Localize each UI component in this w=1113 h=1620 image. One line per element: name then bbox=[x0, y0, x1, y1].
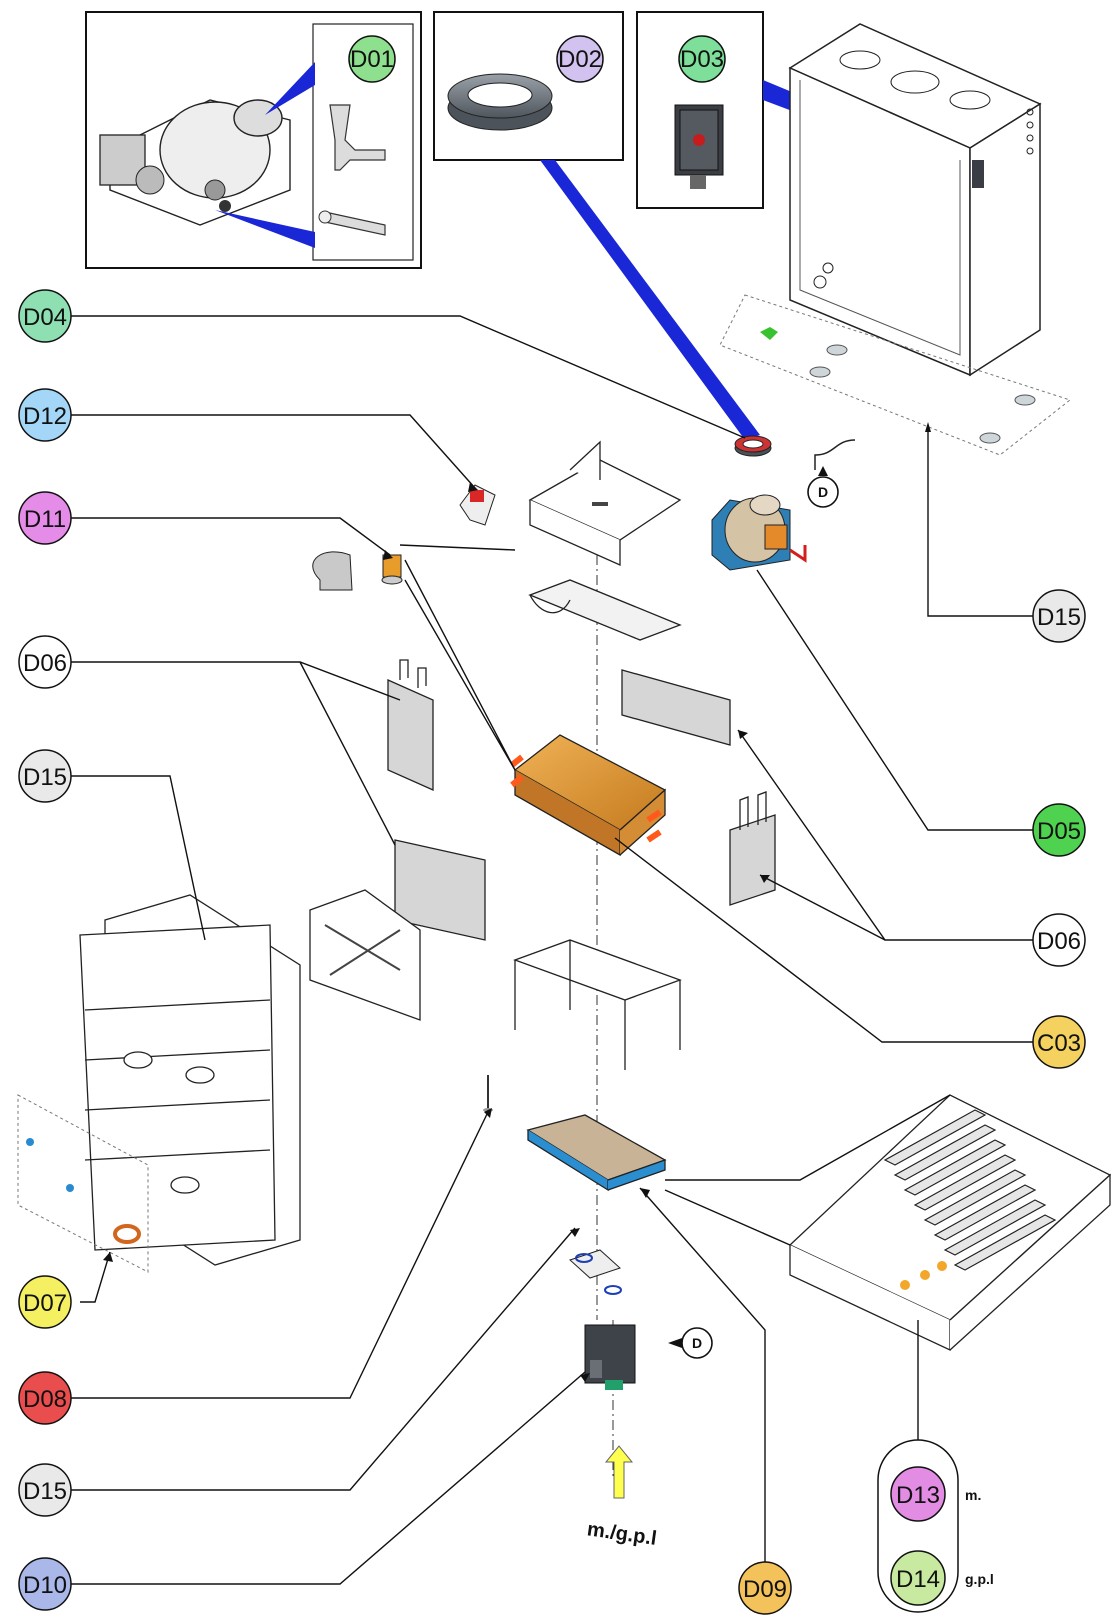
svg-text:D13: D13 bbox=[896, 1482, 940, 1509]
svg-text:D08: D08 bbox=[23, 1386, 67, 1413]
electrode bbox=[483, 1075, 493, 1112]
svg-text:C03: C03 bbox=[1037, 1030, 1081, 1057]
variant-lpg: g.p.l bbox=[965, 1571, 994, 1587]
callout-d11: D11 bbox=[18, 491, 72, 545]
callout-d15-left-bottom: D15 bbox=[18, 1463, 72, 1517]
flue-gasket bbox=[734, 435, 772, 457]
zoom-wedge bbox=[215, 210, 315, 248]
gasket bbox=[113, 1224, 141, 1244]
screw bbox=[26, 1138, 34, 1146]
connection-marker-bottom: D bbox=[668, 1327, 713, 1359]
svg-text:D12: D12 bbox=[23, 403, 67, 430]
detail-box-d02 bbox=[433, 11, 624, 161]
svg-text:D04: D04 bbox=[23, 304, 67, 331]
callout-d06-right: D06 bbox=[1032, 913, 1086, 967]
svg-text:D09: D09 bbox=[743, 1576, 787, 1603]
svg-text:D07: D07 bbox=[23, 1290, 67, 1317]
combustion-chamber bbox=[513, 939, 682, 1070]
svg-text:D03: D03 bbox=[680, 46, 724, 73]
fan-assembly-icon bbox=[99, 99, 291, 226]
venturi-part-icon bbox=[329, 104, 386, 171]
connection-letter: D bbox=[818, 484, 828, 500]
leader-lines bbox=[71, 315, 1033, 1588]
callout-d09: D09 bbox=[738, 1561, 792, 1615]
callout-d13: D13 bbox=[890, 1466, 946, 1522]
boiler-casing bbox=[788, 23, 1042, 377]
front-plate bbox=[309, 889, 421, 1021]
connection-marker-top: D bbox=[807, 466, 839, 508]
svg-text:D02: D02 bbox=[558, 46, 602, 73]
svg-text:D14: D14 bbox=[896, 1566, 940, 1593]
svg-text:D11: D11 bbox=[24, 506, 66, 533]
callout-d03: D03 bbox=[678, 35, 726, 83]
burner-detail bbox=[788, 1094, 1112, 1352]
zoom-wedge bbox=[540, 160, 760, 440]
hood-deflector bbox=[528, 579, 682, 641]
callout-d02: D02 bbox=[556, 35, 604, 83]
callout-d15-left-top: D15 bbox=[18, 749, 72, 803]
svg-text:D06: D06 bbox=[23, 650, 67, 677]
cover-fixing-plane bbox=[17, 1094, 149, 1273]
connection-letter: D bbox=[692, 1335, 702, 1351]
callout-d12: D12 bbox=[18, 388, 72, 442]
svg-text:D15: D15 bbox=[23, 1478, 67, 1505]
leader-arrowheads bbox=[103, 422, 931, 1382]
gas-inlet-arrow bbox=[604, 1445, 634, 1499]
screw bbox=[66, 1184, 74, 1192]
callout-d07: D07 bbox=[18, 1275, 72, 1329]
limit-thermostat bbox=[459, 484, 496, 526]
svg-text:D10: D10 bbox=[23, 1572, 67, 1599]
sensor-clip bbox=[312, 551, 403, 591]
callout-d04: D04 bbox=[18, 289, 72, 343]
combustion-hood bbox=[528, 440, 682, 567]
callout-c03: C03 bbox=[1032, 1015, 1086, 1069]
svg-text:D15: D15 bbox=[1037, 604, 1081, 631]
casing-feet bbox=[809, 344, 1036, 444]
gas-pipe bbox=[814, 439, 856, 470]
variant-natural-gas: m. bbox=[965, 1487, 981, 1503]
gas-valve bbox=[569, 1249, 636, 1390]
variant-group: D13 m. D14 g.p.l bbox=[877, 1439, 994, 1613]
burner bbox=[526, 1114, 667, 1192]
zoom-wedge bbox=[265, 62, 315, 115]
front-cover bbox=[79, 894, 301, 1266]
svg-text:D06: D06 bbox=[1037, 928, 1081, 955]
callout-d01: D01 bbox=[348, 35, 396, 83]
nozzle-part-icon bbox=[318, 210, 386, 236]
fan-unit bbox=[711, 494, 807, 571]
heat-exchanger bbox=[510, 734, 667, 857]
callout-d08: D08 bbox=[18, 1371, 72, 1425]
green-clip bbox=[760, 327, 778, 340]
svg-text:D01: D01 bbox=[350, 46, 394, 73]
callout-d15-right: D15 bbox=[1032, 589, 1086, 643]
mounting-plane bbox=[719, 294, 1072, 456]
callout-d14: D14 bbox=[890, 1550, 946, 1606]
svg-text:D05: D05 bbox=[1037, 818, 1081, 845]
callout-d10: D10 bbox=[18, 1557, 72, 1611]
insulation-panels bbox=[387, 659, 776, 941]
callout-d06-left: D06 bbox=[18, 635, 72, 689]
callout-d05: D05 bbox=[1032, 803, 1086, 857]
svg-text:D15: D15 bbox=[23, 764, 67, 791]
gas-inlet-label: m./g.p.l bbox=[586, 1518, 658, 1550]
